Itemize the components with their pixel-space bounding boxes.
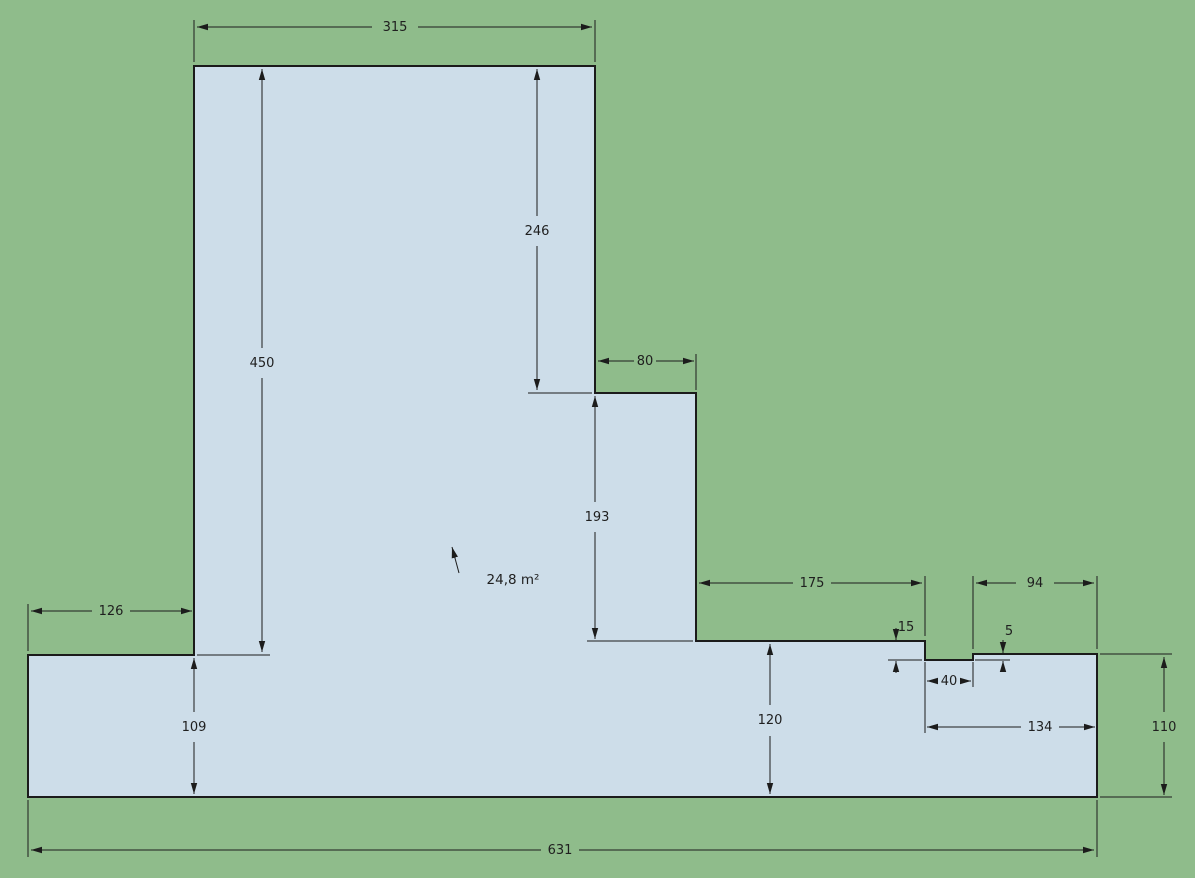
dim-label-notch-depth[interactable]: 15 bbox=[898, 620, 915, 635]
dim-label-top-width[interactable]: 315 bbox=[383, 20, 408, 35]
dim-label-mid-right-height[interactable]: 193 bbox=[585, 510, 610, 525]
dimension-top-width[interactable]: 315 bbox=[193, 20, 596, 62]
dimension-left-strip-height[interactable]: 109 bbox=[182, 658, 207, 794]
dimension-step-width[interactable]: 80 bbox=[598, 354, 697, 390]
dim-label-lip-rise[interactable]: 5 bbox=[1005, 624, 1013, 639]
dimension-upper-right-height[interactable]: 246 bbox=[525, 69, 592, 394]
dimension-right-bottom-span[interactable]: 134 bbox=[927, 720, 1095, 735]
dim-label-step-width[interactable]: 80 bbox=[637, 354, 654, 369]
dim-label-total-width[interactable]: 631 bbox=[548, 843, 573, 858]
dimension-right-end-span[interactable]: 94 bbox=[972, 576, 1098, 649]
dim-label-shelf-height[interactable]: 120 bbox=[758, 713, 783, 728]
dimension-notch-width[interactable]: 40 bbox=[924, 662, 974, 733]
dimension-column-height[interactable]: 450 bbox=[197, 69, 275, 656]
dimension-right-edge-height[interactable]: 110 bbox=[1100, 653, 1177, 798]
dim-label-right-end-span[interactable]: 94 bbox=[1027, 576, 1044, 591]
dimension-left-offset[interactable]: 126 bbox=[27, 604, 192, 651]
dim-label-notch-width[interactable]: 40 bbox=[941, 674, 958, 689]
dim-label-upper-right-height[interactable]: 246 bbox=[525, 224, 550, 239]
area-leader-arrow bbox=[451, 546, 460, 574]
area-label[interactable]: 24,8 m² bbox=[487, 572, 540, 588]
area-annotation[interactable]: 24,8 m² bbox=[451, 546, 540, 588]
dimension-total-width[interactable]: 631 bbox=[27, 800, 1098, 858]
dim-label-left-strip-height[interactable]: 109 bbox=[182, 720, 207, 735]
dimension-shelf-height[interactable]: 120 bbox=[758, 644, 783, 794]
dimension-notch-depth[interactable]: 15 bbox=[888, 620, 922, 673]
dimension-shelf-span[interactable]: 175 bbox=[699, 576, 926, 636]
dim-label-right-bottom-span[interactable]: 134 bbox=[1028, 720, 1053, 735]
floor-plan-shape[interactable] bbox=[27, 65, 1098, 798]
dimension-mid-right-height[interactable]: 193 bbox=[585, 396, 693, 642]
dim-label-left-offset[interactable]: 126 bbox=[99, 604, 124, 619]
dim-label-column-height[interactable]: 450 bbox=[250, 356, 275, 371]
dim-label-shelf-span[interactable]: 175 bbox=[800, 576, 825, 591]
dimension-lip-rise[interactable]: 5 bbox=[975, 624, 1013, 672]
dim-label-right-edge-height[interactable]: 110 bbox=[1152, 720, 1177, 735]
